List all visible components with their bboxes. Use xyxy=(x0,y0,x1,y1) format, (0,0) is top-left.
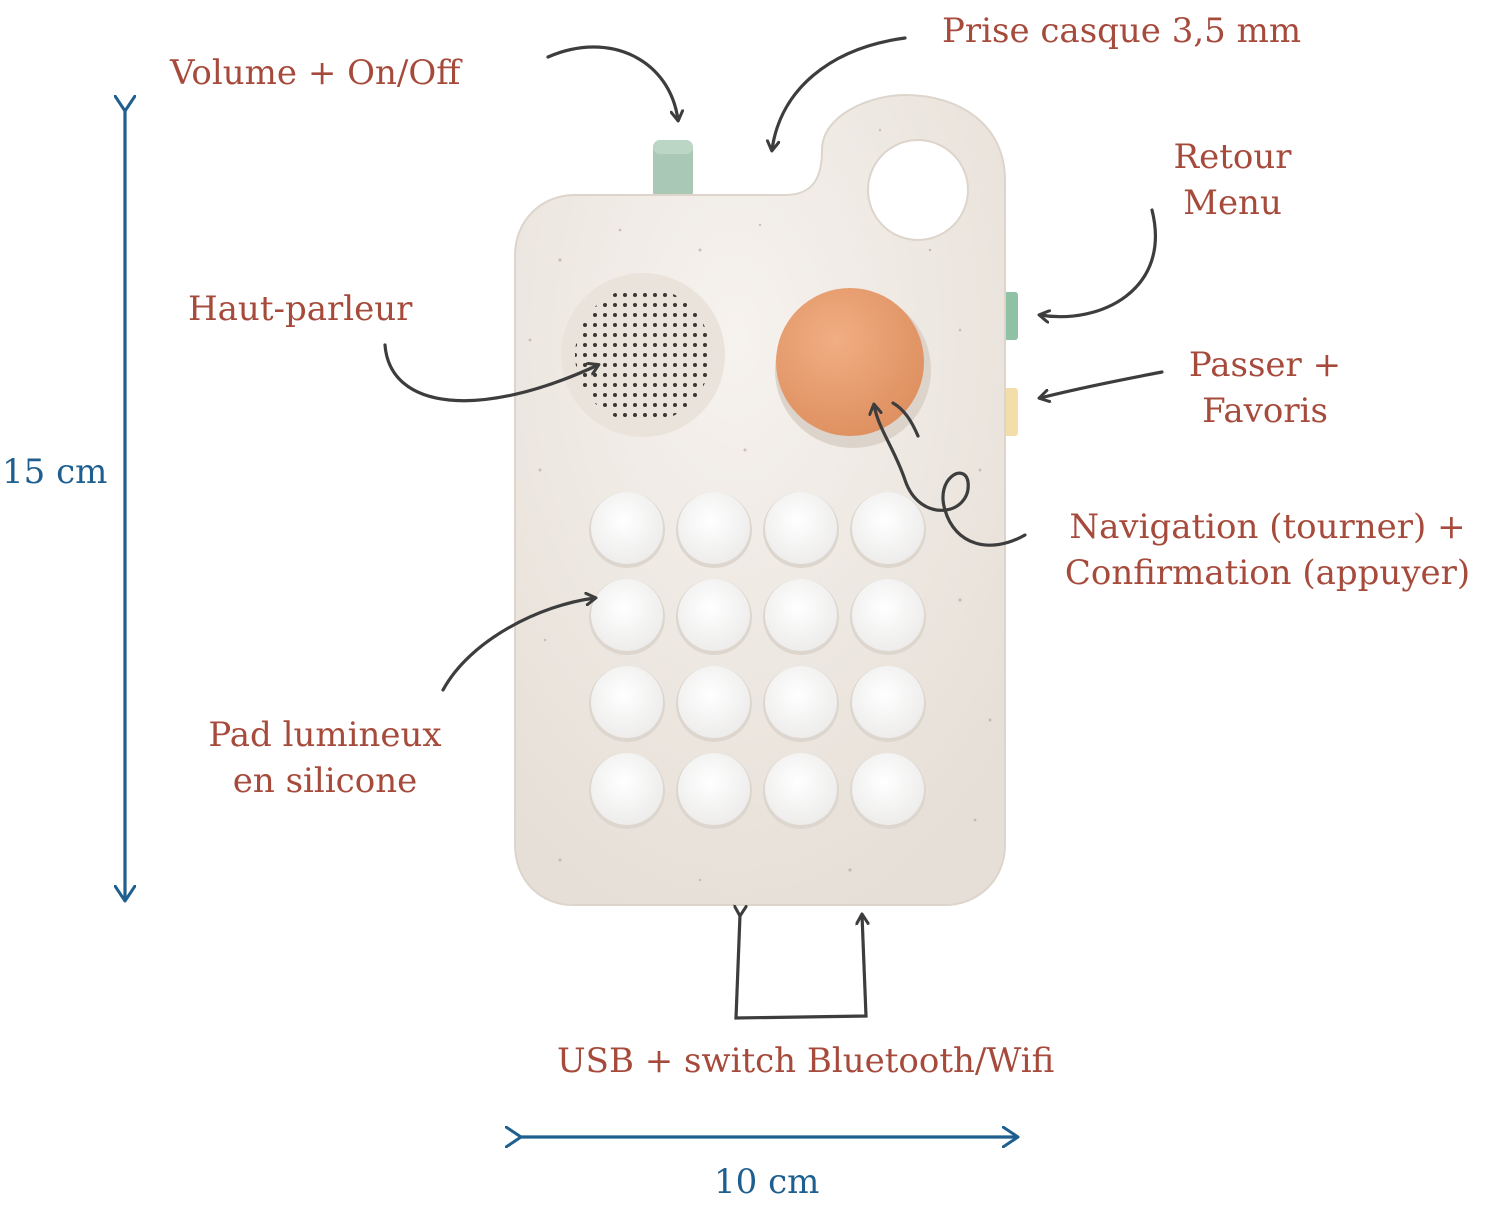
annotation-arrows xyxy=(383,36,1164,1020)
label-navigation: Navigation (tourner) + Confirmation (app… xyxy=(1040,504,1495,596)
pad-button[interactable] xyxy=(765,492,837,564)
speckles xyxy=(528,128,992,882)
label-navigation-line1: Navigation (tourner) + xyxy=(1069,507,1466,547)
arrow-retour xyxy=(1040,208,1157,317)
label-pad-line1: Pad lumineux xyxy=(208,715,442,755)
pad-button[interactable] xyxy=(852,492,924,564)
label-retour-line2: Menu xyxy=(1183,183,1282,223)
height-label: 15 cm xyxy=(2,452,108,492)
arrow-usb xyxy=(736,915,866,1020)
pad-button[interactable] xyxy=(591,492,663,564)
label-pad: Pad lumineux en silicone xyxy=(180,712,470,804)
label-passer-line1: Passer + xyxy=(1188,345,1342,385)
label-retour-line1: Retour xyxy=(1173,137,1292,177)
pad-button[interactable] xyxy=(591,753,663,825)
label-jack: Prise casque 3,5 mm xyxy=(942,11,1302,51)
label-passer-line2: Favoris xyxy=(1202,391,1328,431)
volume-knob[interactable] xyxy=(653,140,693,202)
speaker-grille xyxy=(561,273,725,437)
width-label: 10 cm xyxy=(714,1162,820,1202)
label-retour: Retour Menu xyxy=(1130,134,1335,226)
back-button[interactable] xyxy=(1004,292,1018,340)
pad-button[interactable] xyxy=(765,666,837,738)
device xyxy=(514,93,1018,906)
label-passer: Passer + Favoris xyxy=(1160,342,1370,434)
arrow-speaker xyxy=(383,343,598,403)
label-pad-line2: en silicone xyxy=(232,761,418,801)
label-usb: USB + switch Bluetooth/Wifi xyxy=(557,1041,1055,1081)
pad-button[interactable] xyxy=(852,753,924,825)
label-navigation-line2: Confirmation (appuyer) xyxy=(1064,553,1471,593)
arrow-volume xyxy=(546,45,678,120)
arrow-jack xyxy=(772,36,907,150)
light-pad xyxy=(589,492,926,829)
pad-button[interactable] xyxy=(678,753,750,825)
skip-button[interactable] xyxy=(1004,388,1018,436)
label-speaker: Haut-parleur xyxy=(188,289,413,329)
arrow-pad xyxy=(441,598,595,692)
arrow-passer xyxy=(1040,370,1164,398)
arrow-navigation-head xyxy=(891,401,920,438)
pad-button[interactable] xyxy=(678,492,750,564)
pad-button[interactable] xyxy=(765,753,837,825)
strap-hole xyxy=(867,139,969,241)
pad-button[interactable] xyxy=(852,666,924,738)
pad-button[interactable] xyxy=(678,666,750,738)
pad-button[interactable] xyxy=(591,579,663,651)
pad-button[interactable] xyxy=(765,579,837,651)
navigation-knob[interactable] xyxy=(775,288,931,448)
arrow-navigation xyxy=(874,405,1027,547)
pad-button[interactable] xyxy=(591,666,663,738)
dimension-arrows xyxy=(125,110,1017,1137)
label-volume: Volume + On/Off xyxy=(170,53,461,93)
pad-button[interactable] xyxy=(852,579,924,651)
pad-button[interactable] xyxy=(678,579,750,651)
